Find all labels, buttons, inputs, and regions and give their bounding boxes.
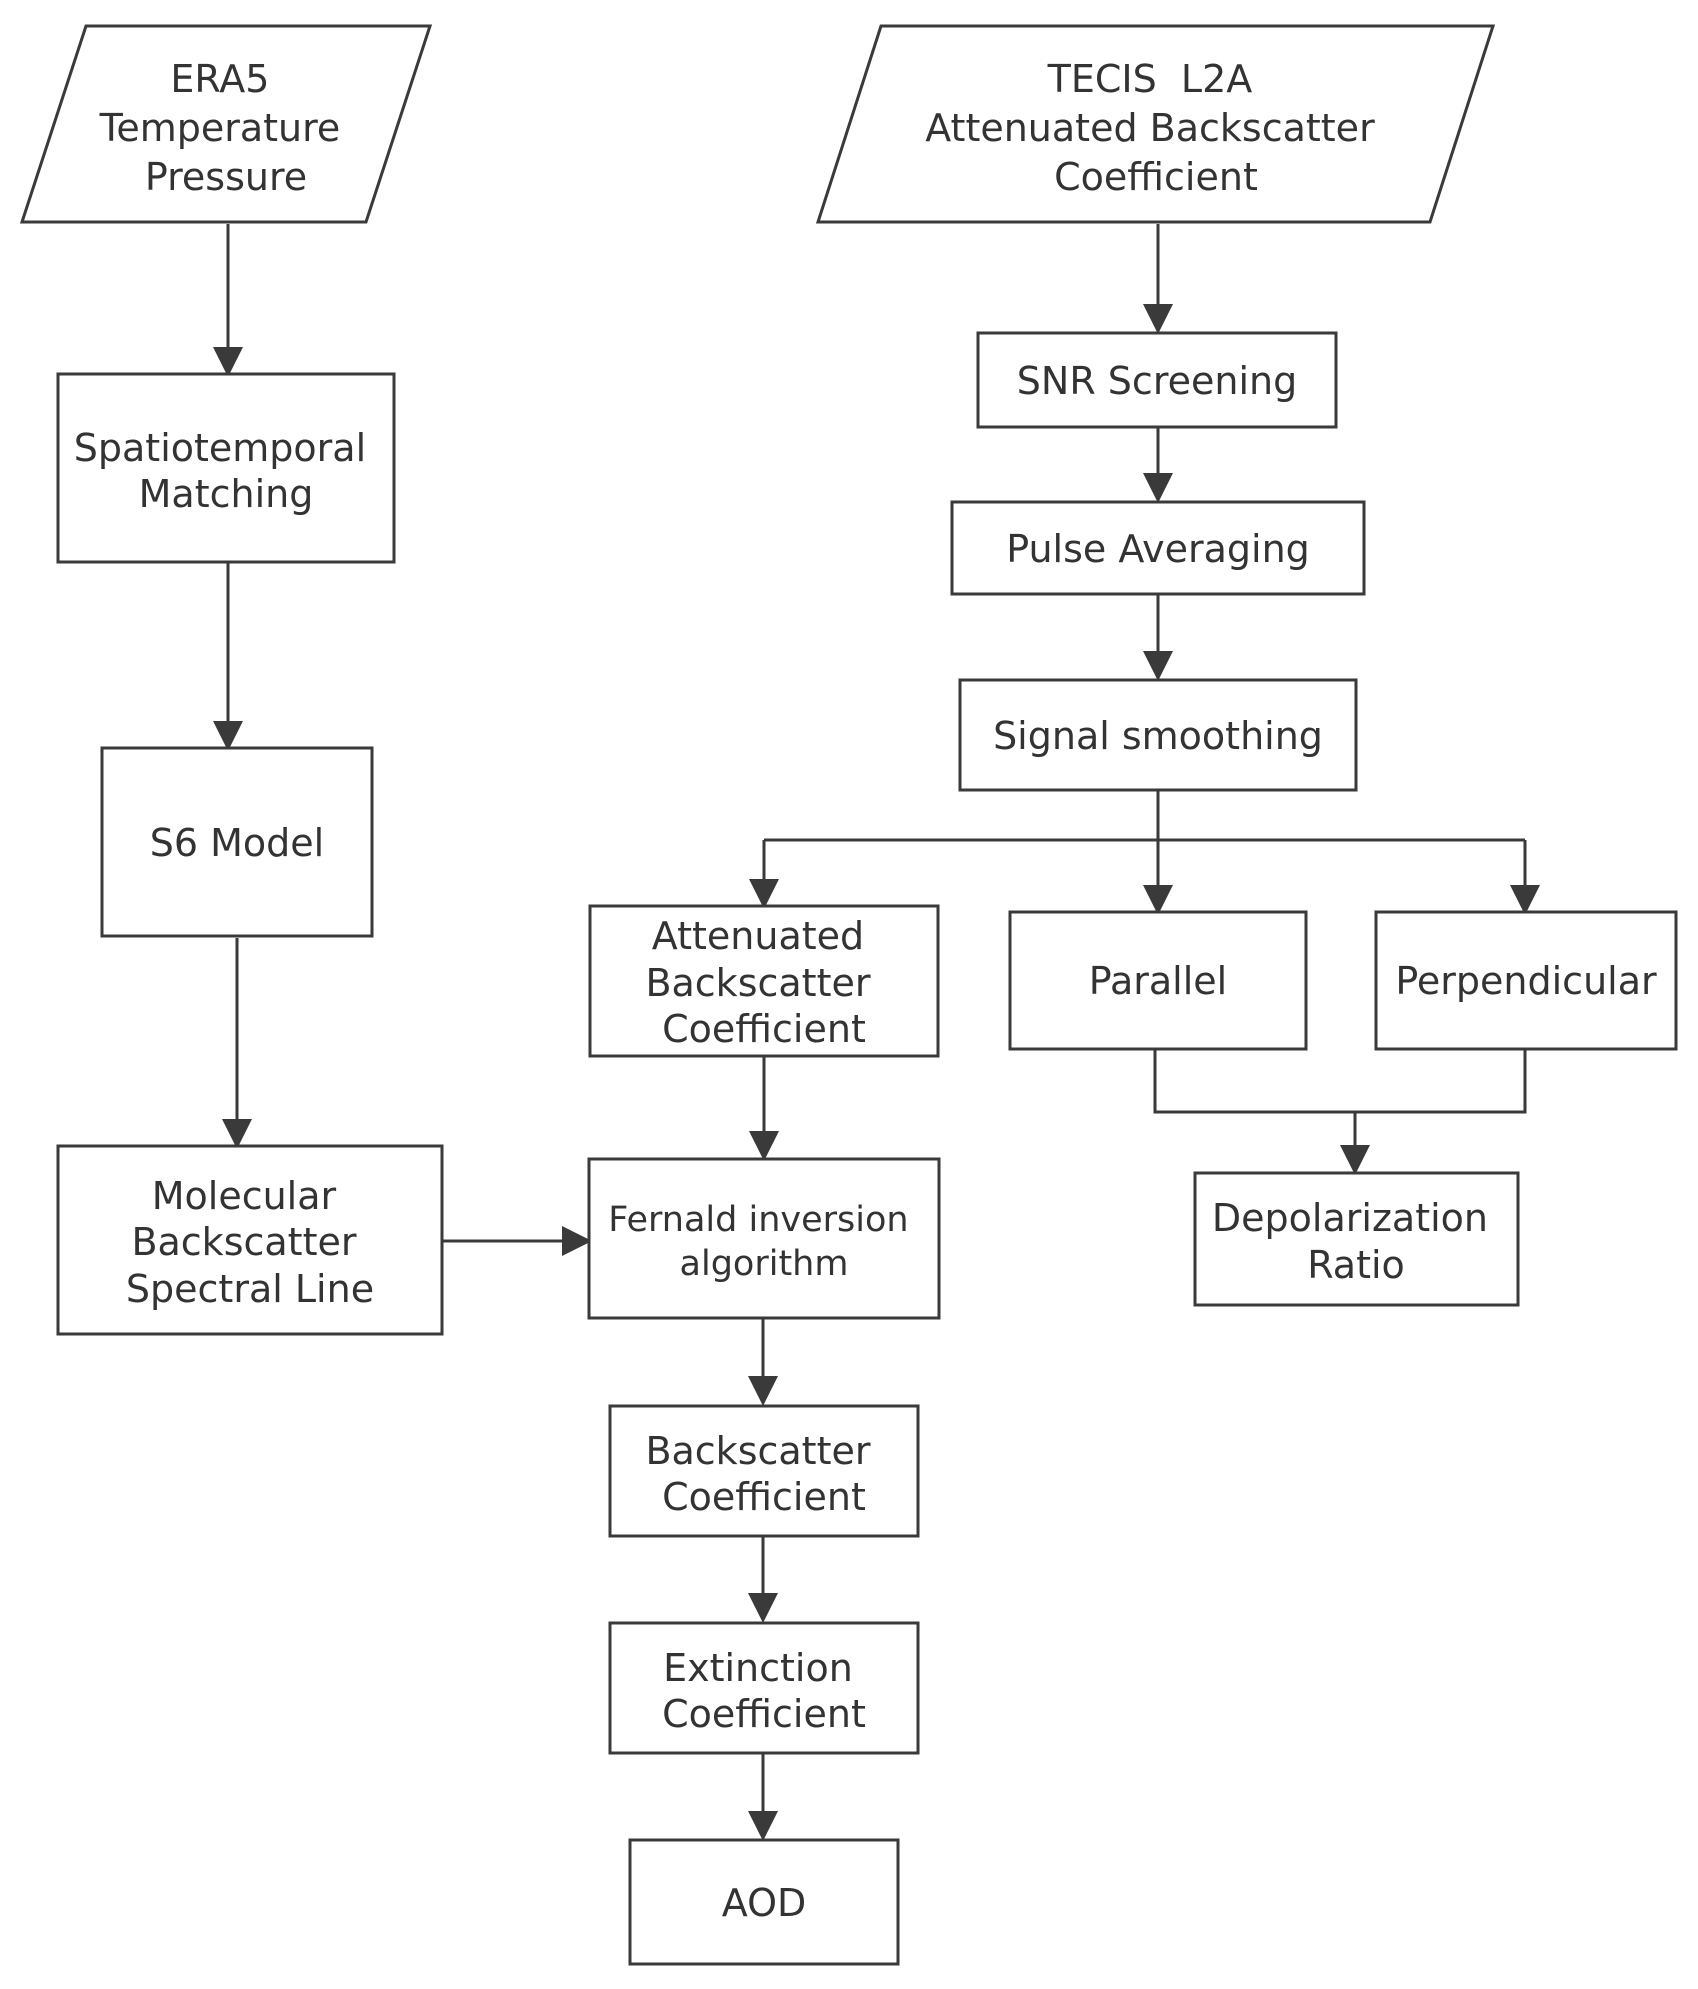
edges <box>213 224 1540 1841</box>
parallel-shape <box>1008 910 1308 1051</box>
smoothing-line-1: Signal smoothing <box>993 714 1323 758</box>
extinction-shape <box>608 1621 920 1755</box>
node-era5-input[interactable]: ERA5 Temperature Pressure <box>19 24 433 224</box>
node-spatiotemporal-matching[interactable]: Spatiotemporal Matching <box>56 372 396 564</box>
attenuated-line-3: Coefficient <box>662 1007 866 1051</box>
node-extinction-coefficient[interactable]: Extinction Coefficient <box>608 1621 920 1755</box>
node-tecis-input[interactable]: TECIS L2A Attenuated Backscatter Coeffic… <box>815 24 1496 224</box>
backscatter-shape <box>608 1404 920 1538</box>
attenuated-line-2: Backscatter <box>645 961 870 1005</box>
snr-line-1: SNR Screening <box>1017 359 1297 403</box>
svg-text:ERA5 Temperature: ERA5 Temperature Pressure <box>99 57 353 199</box>
node-snr-screening[interactable]: SNR Screening <box>976 331 1338 429</box>
smoothing-shape <box>958 678 1358 792</box>
pulse-line-1: Pulse Averaging <box>1006 527 1310 571</box>
svg-text:Backscatter Coefficien: Backscatter Coefficient <box>645 1429 882 1519</box>
svg-text:Extinction Coefficient: Extinction Coefficient <box>662 1646 866 1736</box>
molecular-shape <box>56 1144 444 1336</box>
extinction-line-1: Extinction <box>663 1646 853 1690</box>
extinction-line-2: Coefficient <box>662 1692 866 1736</box>
node-s6-model[interactable]: S6 Model <box>100 746 374 938</box>
depolarization-line-2: Ratio <box>1307 1243 1405 1287</box>
tecis-line-1: TECIS L2A <box>1047 57 1253 101</box>
s6-model-shape <box>100 746 374 938</box>
node-fernald-inversion[interactable]: Fernald inversion algorithm <box>587 1157 941 1320</box>
node-aod[interactable]: AOD <box>628 1838 900 1966</box>
svg-text:Parallel: Parallel <box>1089 959 1227 1003</box>
node-backscatter-coefficient[interactable]: Backscatter Coefficient <box>608 1404 920 1538</box>
svg-text:Pulse Averaging: Pulse Averaging <box>1006 527 1310 571</box>
molecular-line-3: Spectral Line <box>126 1267 374 1311</box>
molecular-line-2: Backscatter <box>131 1220 356 1264</box>
tecis-line-2: Attenuated Backscatter <box>925 106 1375 150</box>
node-signal-smoothing[interactable]: Signal smoothing <box>958 678 1358 792</box>
s6-model-line-1: S6 Model <box>150 821 324 865</box>
depolarization-shape <box>1193 1171 1520 1307</box>
svg-text:S6 Model: S6 Model <box>150 821 324 865</box>
attenuated-line-1: Attenuated <box>652 914 864 958</box>
spatiotemporal-line-2: Matching <box>139 472 314 516</box>
svg-text:Depolarization Ratio: Depolarization Ratio <box>1212 1196 1500 1287</box>
era5-input-shape <box>19 24 433 224</box>
svg-text:Fernald inversion algo: Fernald inversion algorithm <box>608 1200 919 1284</box>
perpendicular-shape <box>1374 910 1678 1051</box>
node-pulse-averaging[interactable]: Pulse Averaging <box>950 500 1366 596</box>
svg-text:Signal smoothing: Signal smoothing <box>993 714 1323 758</box>
svg-text:Molecular Backscatter: Molecular Backscatter Spectral Line <box>126 1174 374 1311</box>
aod-line-1: AOD <box>722 1881 807 1925</box>
spatiotemporal-line-1: Spatiotemporal <box>74 426 366 470</box>
depolarization-line-1: Depolarization <box>1212 1196 1488 1240</box>
backscatter-line-2: Coefficient <box>662 1475 866 1519</box>
node-depolarization-ratio[interactable]: Depolarization Ratio <box>1193 1171 1520 1307</box>
node-perpendicular[interactable]: Perpendicular <box>1374 910 1678 1051</box>
edge-smoothing-branch-bus <box>764 790 1525 842</box>
svg-text:Spatiotemporal Matchin: Spatiotemporal Matching <box>74 426 378 516</box>
parallel-line-1: Parallel <box>1089 959 1227 1003</box>
aod-shape <box>628 1838 900 1966</box>
attenuated-shape <box>588 904 940 1058</box>
molecular-line-1: Molecular <box>152 1174 337 1218</box>
era5-line-2: Temperature <box>99 106 341 150</box>
edge-parallel-perpendicular-merge <box>1153 1049 1527 1114</box>
fernald-shape <box>587 1157 941 1320</box>
node-parallel[interactable]: Parallel <box>1008 910 1308 1051</box>
snr-shape <box>976 331 1338 429</box>
fernald-line-2: algorithm <box>680 1244 849 1284</box>
era5-line-3: Pressure <box>145 155 307 199</box>
tecis-input-shape <box>815 24 1496 224</box>
svg-text:SNR Screening: SNR Screening <box>1017 359 1297 403</box>
nodes: ERA5 Temperature Pressure TECIS L2A Atte… <box>19 24 1678 1966</box>
svg-text:AOD: AOD <box>722 1881 807 1925</box>
era5-line-1: ERA5 <box>170 57 269 101</box>
fernald-line-1: Fernald inversion <box>608 1200 908 1240</box>
spatiotemporal-shape <box>56 372 396 564</box>
perpendicular-line-1: Perpendicular <box>1395 959 1657 1003</box>
pulse-shape <box>950 500 1366 596</box>
backscatter-line-1: Backscatter <box>645 1429 870 1473</box>
svg-text:Attenuated Backscatter: Attenuated Backscatter Coefficient <box>645 914 882 1051</box>
node-molecular-backscatter[interactable]: Molecular Backscatter Spectral Line <box>56 1144 444 1336</box>
svg-text:Perpendicular: Perpendicular <box>1395 959 1657 1003</box>
node-attenuated-backscatter[interactable]: Attenuated Backscatter Coefficient <box>588 904 940 1058</box>
tecis-line-3: Coefficient <box>1054 155 1258 199</box>
svg-text:TECIS L2A Attenuated: TECIS L2A Attenuated Backscatter Coeffic… <box>925 57 1387 199</box>
